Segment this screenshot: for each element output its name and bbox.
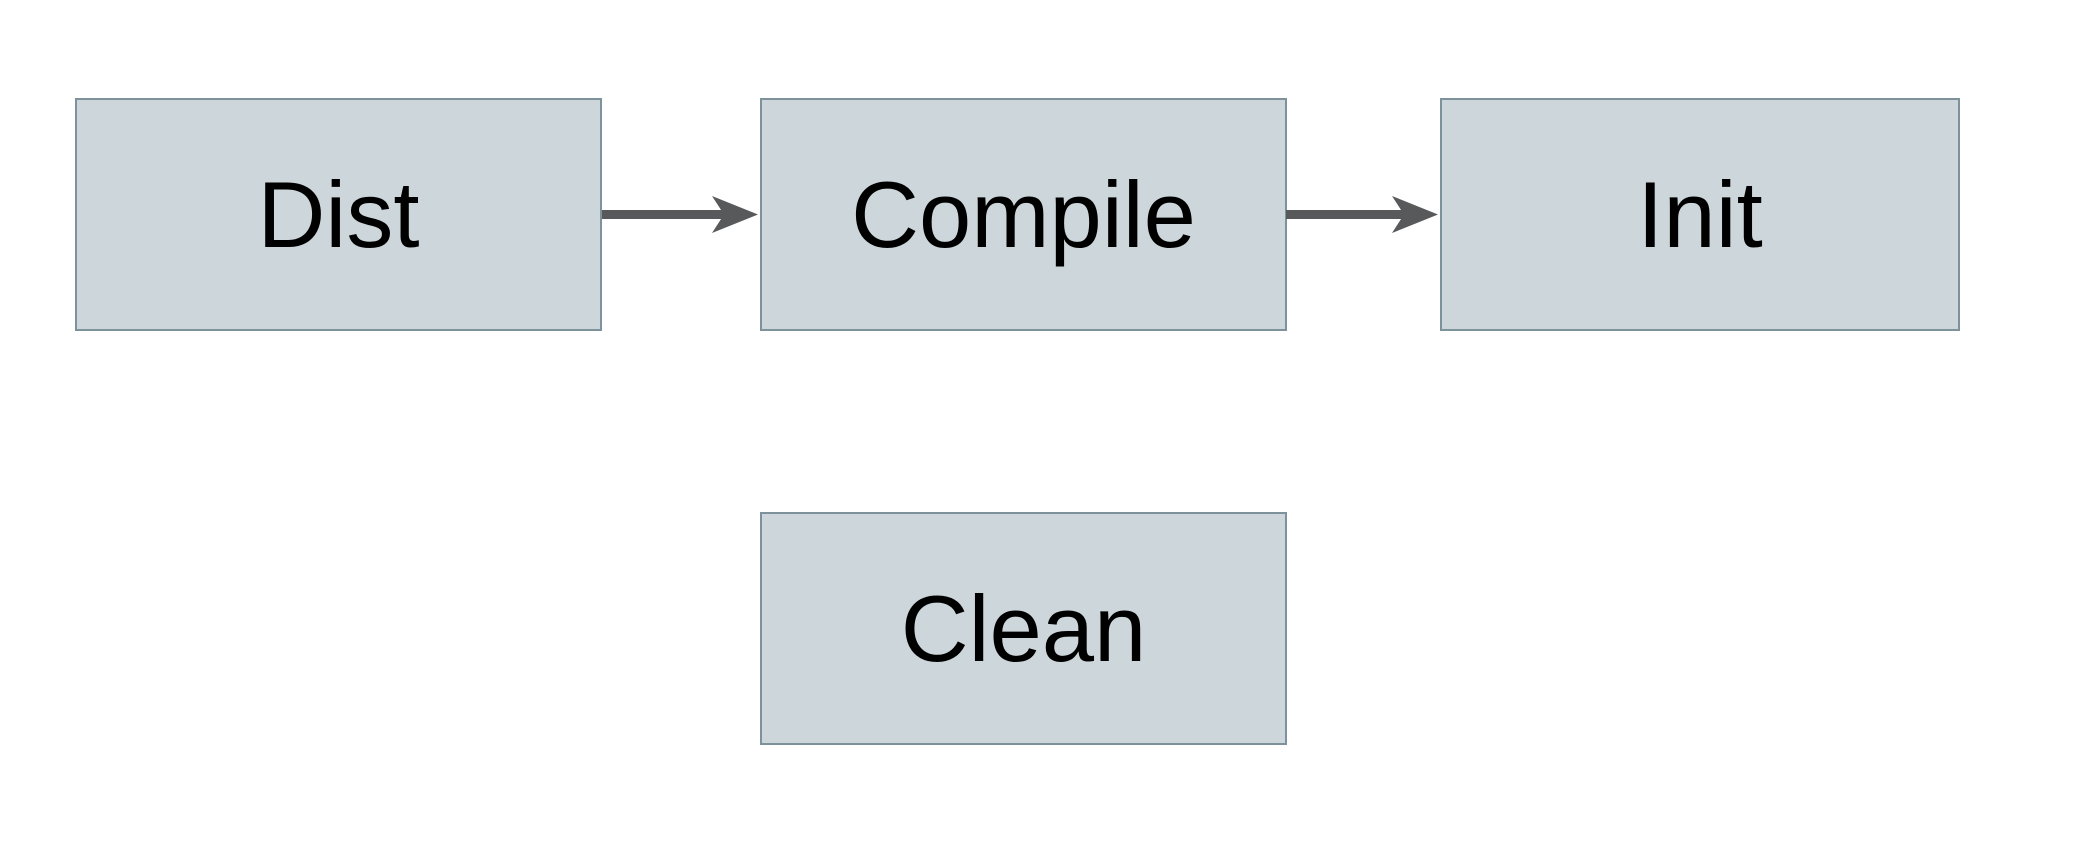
node-clean[interactable]: Clean: [760, 512, 1287, 745]
arrowhead-icon: [712, 196, 758, 233]
node-init[interactable]: Init: [1440, 98, 1960, 331]
arrow-compile-to-init[interactable]: [1286, 189, 1440, 240]
node-dist[interactable]: Dist: [75, 98, 602, 331]
node-clean-label: Clean: [900, 575, 1147, 681]
arrow-dist-to-compile[interactable]: [602, 189, 760, 240]
node-init-label: Init: [1637, 161, 1763, 267]
node-compile[interactable]: Compile: [760, 98, 1287, 331]
node-dist-label: Dist: [257, 161, 420, 267]
arrowhead-icon: [1392, 196, 1438, 233]
node-compile-label: Compile: [851, 161, 1196, 267]
